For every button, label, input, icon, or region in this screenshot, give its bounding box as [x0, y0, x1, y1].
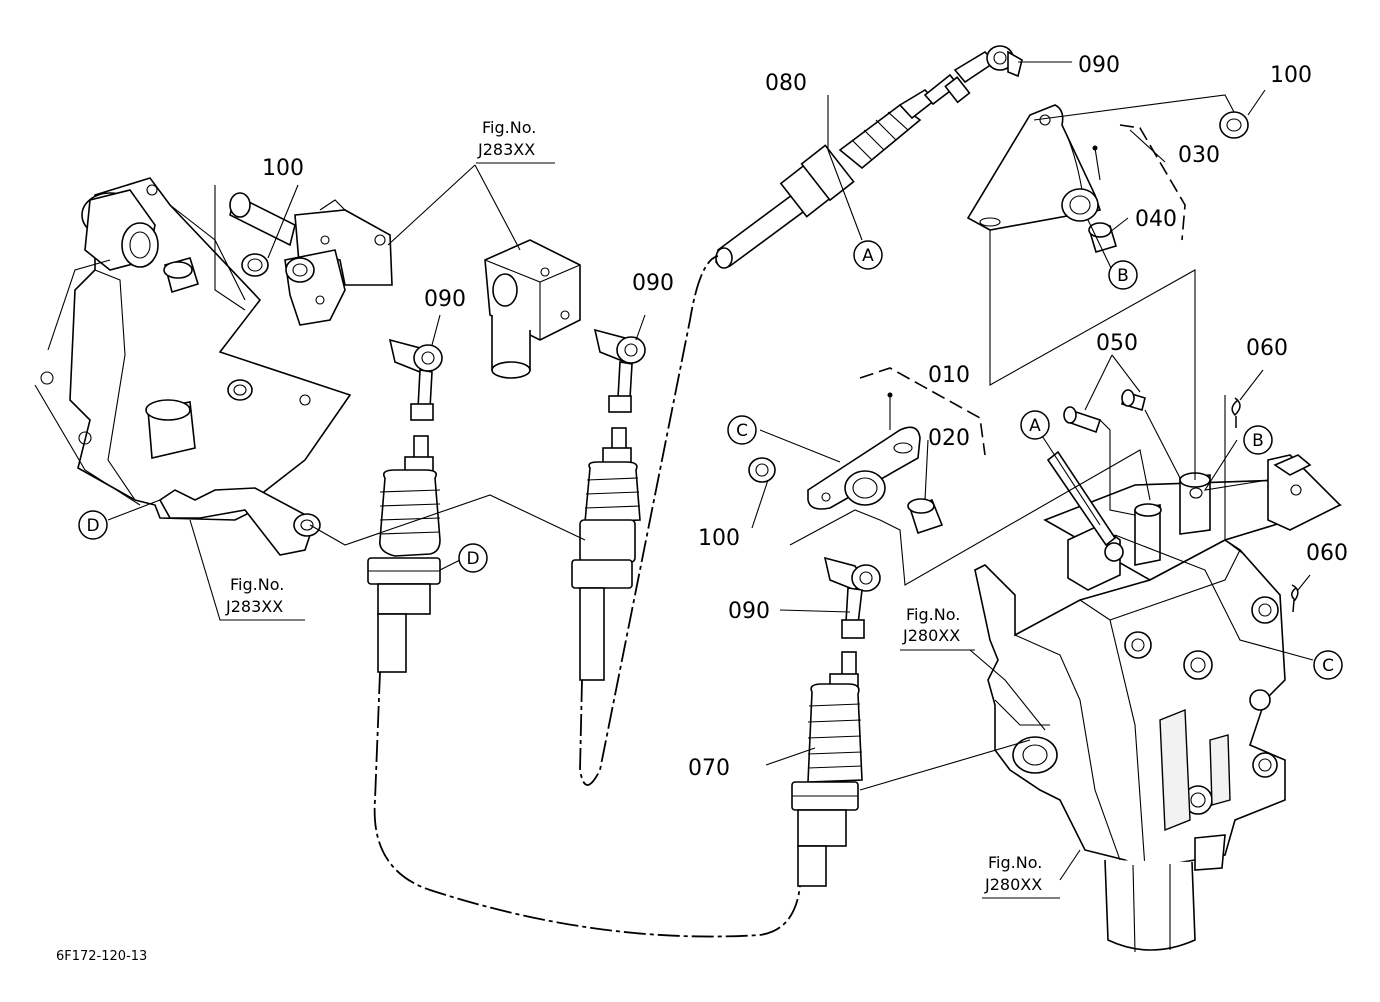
ref-b-right: B: [1243, 425, 1273, 455]
figure-references: Fig.No. J283XX Fig.No. J283XX Fig.No. J2…: [224, 118, 1060, 899]
svg-text:B: B: [1252, 431, 1264, 451]
label-050: 050: [1096, 331, 1138, 356]
label-090-center: 090: [728, 599, 770, 624]
svg-text:C: C: [736, 421, 748, 441]
ref-a-top: A: [853, 240, 883, 270]
label-070: 070: [688, 756, 730, 781]
cable-080: [715, 45, 1023, 269]
fig-ref-code-top: J283XX: [477, 140, 535, 159]
label-010: 010: [928, 363, 970, 388]
ref-c-right: C: [1313, 650, 1343, 680]
fig-ref-label-left: Fig.No.: [230, 575, 284, 594]
label-100-top-right: 100: [1270, 63, 1312, 88]
left-cable-2: [571, 328, 646, 681]
fig-ref-code-left: J283XX: [225, 597, 283, 616]
fig-ref-label-center: Fig.No.: [906, 605, 960, 624]
left-cable-1: [367, 338, 443, 673]
ref-d-left: D: [78, 510, 108, 540]
fig-ref-label-top: Fig.No.: [482, 118, 536, 137]
label-030: 030: [1178, 143, 1220, 168]
cable-routing-left: [373, 671, 801, 938]
ref-d-center: D: [458, 543, 488, 573]
fig-ref-code-bottom: J280XX: [984, 875, 1042, 894]
leader-lines: [107, 61, 1314, 881]
ref-a-right: A: [1020, 410, 1050, 440]
label-090-left: 090: [424, 287, 466, 312]
label-090-top: 090: [1078, 53, 1120, 78]
left-bracket-assembly: [34, 177, 393, 556]
label-060-bottom: 060: [1306, 541, 1348, 566]
label-100-center: 100: [698, 526, 740, 551]
fig-ref-label-bottom: Fig.No.: [988, 853, 1042, 872]
pivot-block: [484, 239, 581, 379]
center-cable-070: [791, 556, 881, 887]
part-labels: 100 090 090 080 090 100 030 040 010 020 …: [262, 53, 1348, 781]
svg-text:C: C: [1322, 656, 1334, 676]
link-plate-010: [748, 367, 986, 535]
svg-text:D: D: [86, 516, 99, 536]
svg-text:A: A: [862, 246, 874, 266]
label-090-middle: 090: [632, 271, 674, 296]
label-060-top: 060: [1246, 336, 1288, 361]
cable-routing-center: [579, 255, 719, 786]
label-020: 020: [928, 426, 970, 451]
label-080: 080: [765, 71, 807, 96]
svg-text:A: A: [1029, 416, 1041, 436]
label-100-left: 100: [262, 156, 304, 181]
label-040: 040: [1135, 207, 1177, 232]
svg-text:D: D: [466, 549, 479, 569]
reference-circles: A B A B C C D D: [78, 240, 1343, 680]
fig-ref-code-center: J280XX: [902, 626, 960, 645]
ref-c-left: C: [727, 415, 757, 445]
drawing-code: 6F172-120-13: [56, 949, 147, 964]
bracket-030: [966, 104, 1249, 253]
ref-b-top: B: [1108, 260, 1138, 290]
svg-text:B: B: [1117, 266, 1129, 286]
